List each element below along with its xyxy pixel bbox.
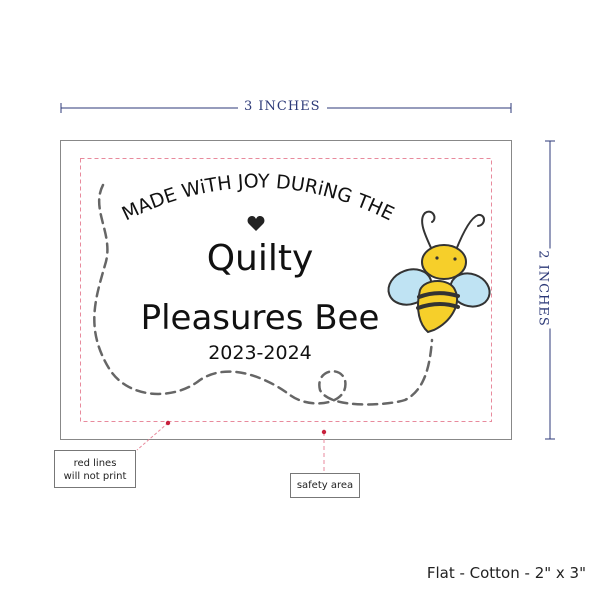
safety-area-callout: safety area [290,473,360,498]
callout-line: will not print [63,471,127,482]
bee-illustration [387,210,491,334]
red-lines-callout: red lines will not print [54,450,136,488]
red-lines-dot [165,420,171,426]
heart-icon [247,216,265,231]
safety-dot [321,429,327,435]
height-label: 2 INCHES [535,248,551,329]
red-lines-leader [136,422,169,451]
width-label: 3 INCHES [238,99,327,114]
callout-line: red lines [73,458,117,469]
years-text: 2023-2024 [208,342,312,364]
safety-area-line [80,158,492,422]
bee-flight-path [93,183,434,406]
product-description: Flat - Cotton - 2" x 3" [426,564,586,582]
title-line-1: Quilty [206,238,314,279]
title-line-2: Pleasures Bee [140,298,380,338]
